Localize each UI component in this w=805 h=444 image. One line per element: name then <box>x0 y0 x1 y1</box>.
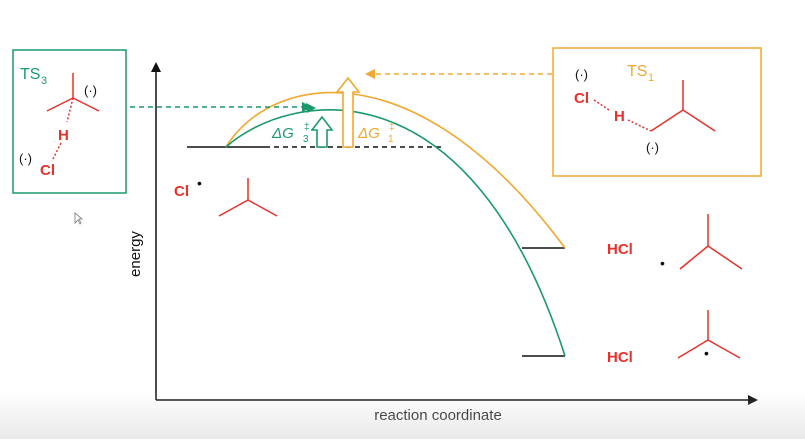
ts1-cl: Cl <box>574 90 589 107</box>
x-axis-label: reaction coordinate <box>374 407 502 424</box>
mouse-cursor-icon <box>74 212 84 225</box>
ts1-h: H <box>614 108 625 125</box>
ts1-orange-curve <box>225 91 566 249</box>
ts1-label: TS <box>627 63 647 80</box>
svg-text:‡: ‡ <box>304 122 310 133</box>
ts3-structure <box>46 73 100 162</box>
svg-text:‡: ‡ <box>389 122 395 133</box>
ts3-label-sub: 3 <box>41 75 47 87</box>
ts3-box: TS 3 (·) H (·) Cl <box>12 49 127 194</box>
product-lower-radical-dot: • <box>704 345 709 361</box>
reactant-isobutane <box>218 178 278 217</box>
ts3-label: TS <box>20 66 40 83</box>
ts3-green-curve <box>225 109 566 357</box>
ts1-radical-bottom: (·) <box>646 140 659 155</box>
ts3-radical-bottom: (·) <box>19 151 32 166</box>
ts1-label-sub: 1 <box>648 72 654 84</box>
delta-g3-arrow <box>310 115 334 148</box>
reactant-radical-dot: • <box>197 175 202 191</box>
product-lower-hcl: HCl <box>607 349 633 366</box>
svg-text:1: 1 <box>388 134 394 145</box>
product-upper-hcl: HCl <box>607 241 633 258</box>
product-upper-structure <box>679 214 743 270</box>
product-lower-structure <box>677 310 741 359</box>
svg-text:ΔG: ΔG <box>357 125 380 142</box>
ts3-cl: Cl <box>40 162 55 179</box>
ts3-h: H <box>58 127 69 144</box>
delta-g3-label: ΔG ‡ 3 <box>271 122 310 145</box>
ts3-radical-top: (·) <box>84 83 97 98</box>
delta-g1-arrow <box>335 76 361 148</box>
svg-text:ΔG: ΔG <box>271 125 294 142</box>
reactant-cl: Cl <box>174 183 189 200</box>
ts1-box: TS 1 (·) Cl H (·) <box>552 47 762 177</box>
product-upper-radical-dot: • <box>660 255 665 271</box>
delta-g1-label: ΔG ‡ 1 <box>357 122 395 145</box>
ts1-radical-top: (·) <box>575 67 588 82</box>
ts1-structure <box>593 80 716 132</box>
y-axis-label: energy <box>127 231 144 277</box>
svg-text:3: 3 <box>303 134 309 145</box>
